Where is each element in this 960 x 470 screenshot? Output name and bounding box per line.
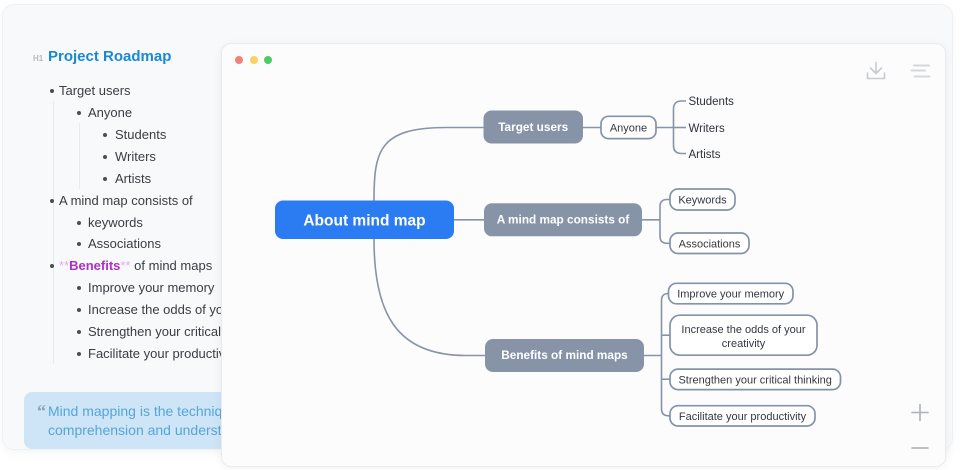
svg-text:Students: Students [689,96,735,108]
svg-text:Strengthen your critical think: Strengthen your critical thinking [678,374,831,386]
svg-text:Artists: Artists [689,149,721,161]
svg-text:Improve your memory: Improve your memory [677,289,784,301]
svg-text:Increase the odds of your: Increase the odds of your [681,324,805,336]
svg-text:Writers: Writers [689,123,725,135]
svg-text:creativity: creativity [722,338,766,350]
svg-text:Benefits of mind maps: Benefits of mind maps [501,348,628,362]
svg-text:About mind map: About mind map [303,213,425,230]
svg-text:Anyone: Anyone [610,122,647,134]
svg-text:A mind map consists of: A mind map consists of [497,213,630,227]
svg-text:Target users: Target users [498,120,568,134]
svg-text:Associations: Associations [679,238,741,250]
svg-text:Keywords: Keywords [678,195,727,207]
svg-text:Facilitate your productivity: Facilitate your productivity [679,411,807,423]
